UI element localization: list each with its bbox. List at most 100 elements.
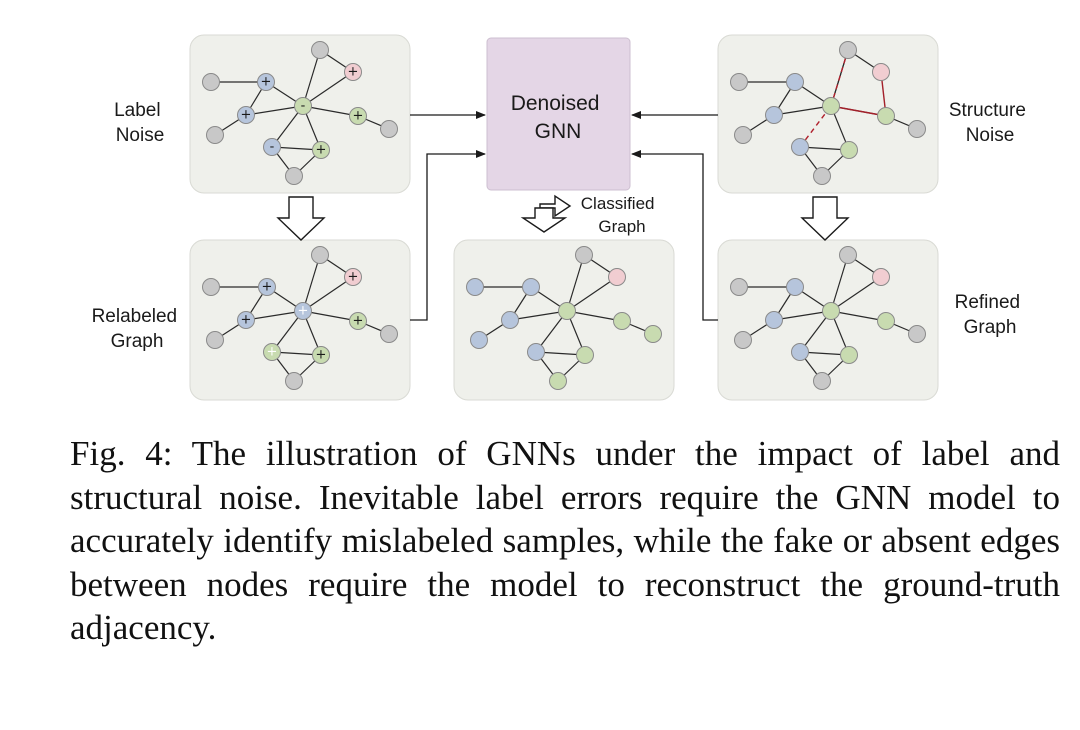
green-node [644,325,662,343]
green-node [576,346,594,364]
gray-node [730,278,748,296]
graph-edge [830,254,849,312]
blue-node [237,311,255,329]
blue-node [791,343,809,361]
graph-edge [830,310,887,322]
plus-label-mark: + [241,108,252,123]
relabeled-graph-label: Relabeled Graph [92,306,183,352]
blue-node [470,331,488,349]
graph-edge [302,310,359,322]
fake-edge [830,49,849,107]
green-node [822,97,840,115]
label-to-relabeled-arrow [276,196,326,241]
green-node [263,343,281,361]
gray-node [285,372,303,390]
gray-node [202,278,220,296]
gray-node [730,73,748,91]
gray-node [380,325,398,343]
blue-node [527,343,545,361]
plus-label-mark: + [241,313,252,328]
graph-edge [302,276,354,312]
green-node [349,107,367,125]
gray-node [311,41,329,59]
plus-label-mark: + [316,348,327,363]
graph-edge [830,276,882,312]
gray-node [813,372,831,390]
plus-label-mark: + [353,314,364,329]
pink-node [344,63,362,81]
graph-edge [509,310,568,321]
pink-node [344,268,362,286]
gray-node [813,167,831,185]
blue-node [765,106,783,124]
gnn-noise-figure: Denoised GNN Label Noise Structure Noise… [92,34,1031,401]
noise-edge [830,105,887,117]
green-node [877,107,895,125]
green-node [549,372,567,390]
graph-edge [302,254,321,312]
green-node [349,312,367,330]
gray-node [734,126,752,144]
figure-caption: Fig. 4: The illustration of GNNs under t… [70,434,1060,647]
pink-node [872,268,890,286]
refined-to-gnn-arrow [631,150,718,321]
plus-label-mark: + [262,280,273,295]
graph-edge [302,49,321,107]
gray-node [380,120,398,138]
gray-node [839,246,857,264]
minus-label-mark: - [270,140,275,155]
blue-node [263,138,281,156]
refined-graph-label: Refined Graph [955,292,1026,338]
plus-label-mark: + [298,304,309,319]
green-node [840,346,858,364]
denoised-gnn-box [486,37,631,191]
plus-label-mark: + [316,143,327,158]
gray-node [206,331,224,349]
blue-node [522,278,540,296]
denoised-gnn-label: Denoised GNN [511,92,606,143]
graph-edge [566,310,623,322]
green-node [877,312,895,330]
relabeled-to-gnn-arrow [410,150,486,321]
gray-node [908,120,926,138]
green-node [822,302,840,320]
green-node [294,97,312,115]
pink-node [608,268,626,286]
gray-node [202,73,220,91]
plus-label-mark: + [348,65,359,80]
graph-edge [566,254,585,312]
green-node [312,141,330,159]
gray-node [311,246,329,264]
blue-node [791,138,809,156]
blue-node [258,278,276,296]
gray-node [908,325,926,343]
graph-edge [302,105,359,117]
minus-label-mark: - [301,99,306,114]
gray-node [734,331,752,349]
graph-edge [773,105,832,116]
blue-node [786,73,804,91]
green-node [613,312,631,330]
plus-label-mark: + [261,75,272,90]
gray-node [285,167,303,185]
blue-node [294,302,312,320]
structure-noise-label: Structure Noise [949,100,1031,146]
blue-node [237,106,255,124]
structure-to-refined-arrow [800,196,850,241]
gray-node [206,126,224,144]
pink-node [872,63,890,81]
label-noise-label: Label Noise [114,100,166,146]
graph-edge [302,71,354,107]
green-node [312,346,330,364]
blue-node [765,311,783,329]
plus-label-mark: + [348,270,359,285]
green-node [840,141,858,159]
plus-label-mark: + [353,109,364,124]
blue-node [786,278,804,296]
graph-edge [245,310,304,321]
green-node [558,302,576,320]
gnn-to-classified-arrow-down [520,207,568,233]
blue-node [466,278,484,296]
graph-edge [773,310,832,321]
classified-graph-label: Classified Graph [581,194,659,236]
